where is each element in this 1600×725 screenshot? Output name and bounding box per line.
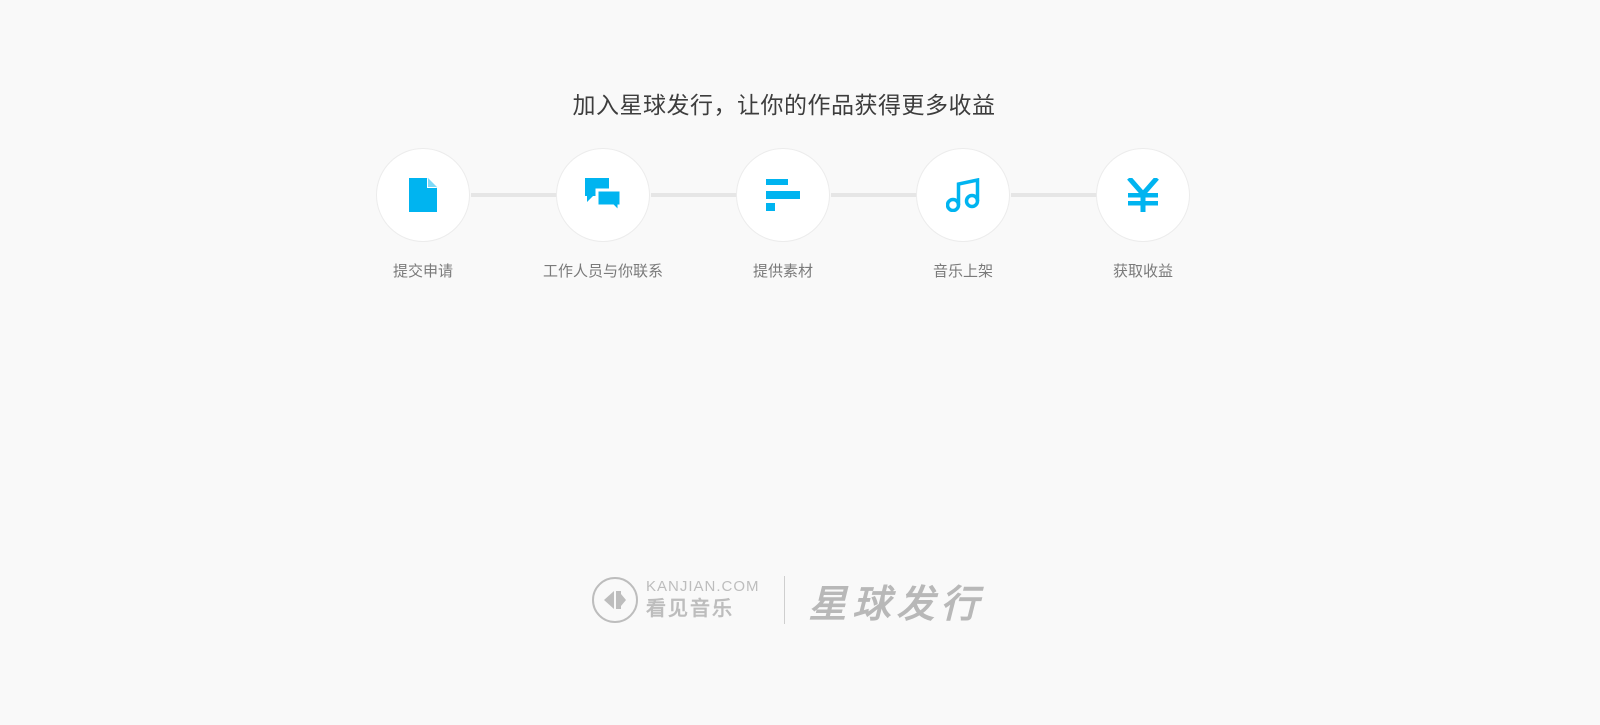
step-label: 音乐上架: [932, 262, 993, 280]
kanjian-logo-icon: [592, 577, 638, 623]
step-connector: [1011, 193, 1097, 197]
step-connector: [471, 193, 557, 197]
step-icon-circle: [916, 148, 1010, 242]
step-icon-circle: [376, 148, 470, 242]
chat-bubbles-icon: [585, 178, 621, 212]
step-label: 提交申请: [392, 262, 453, 280]
footer-logo: KANJIAN.COM 看见音乐 星球发行: [592, 574, 985, 626]
step-icon-circle: [1096, 148, 1190, 242]
step-connector: [831, 193, 917, 197]
step-music-release: 音乐上架: [893, 148, 1033, 281]
bars-icon: [766, 179, 800, 211]
step-label: 提供素材: [752, 262, 813, 280]
document-icon: [409, 178, 437, 212]
kanjian-name: 看见音乐: [646, 596, 734, 620]
step-label: 工作人员与你联系: [542, 262, 663, 280]
step-submit-application: 提交申请: [353, 148, 493, 281]
brand-name: 星球发行: [808, 581, 985, 626]
kanjian-wordmark: KANJIAN.COM 看见音乐: [646, 579, 760, 621]
step-get-revenue: 获取收益: [1073, 148, 1213, 281]
step-icon-circle: [556, 148, 650, 242]
step-icon-circle: [736, 148, 830, 242]
process-steps: 提交申请 工作人员与你联系: [376, 148, 1192, 288]
music-note-icon: [946, 178, 980, 212]
logo-divider: [783, 576, 785, 624]
kanjian-domain: KANJIAN.COM: [646, 578, 760, 595]
step-staff-contact: 工作人员与你联系: [533, 148, 673, 281]
step-connector: [651, 193, 737, 197]
step-provide-materials: 提供素材: [713, 148, 853, 281]
page-headline: 加入星球发行，让你的作品获得更多收益: [572, 93, 996, 119]
step-label: 获取收益: [1112, 262, 1173, 280]
yen-icon: [1126, 178, 1160, 212]
